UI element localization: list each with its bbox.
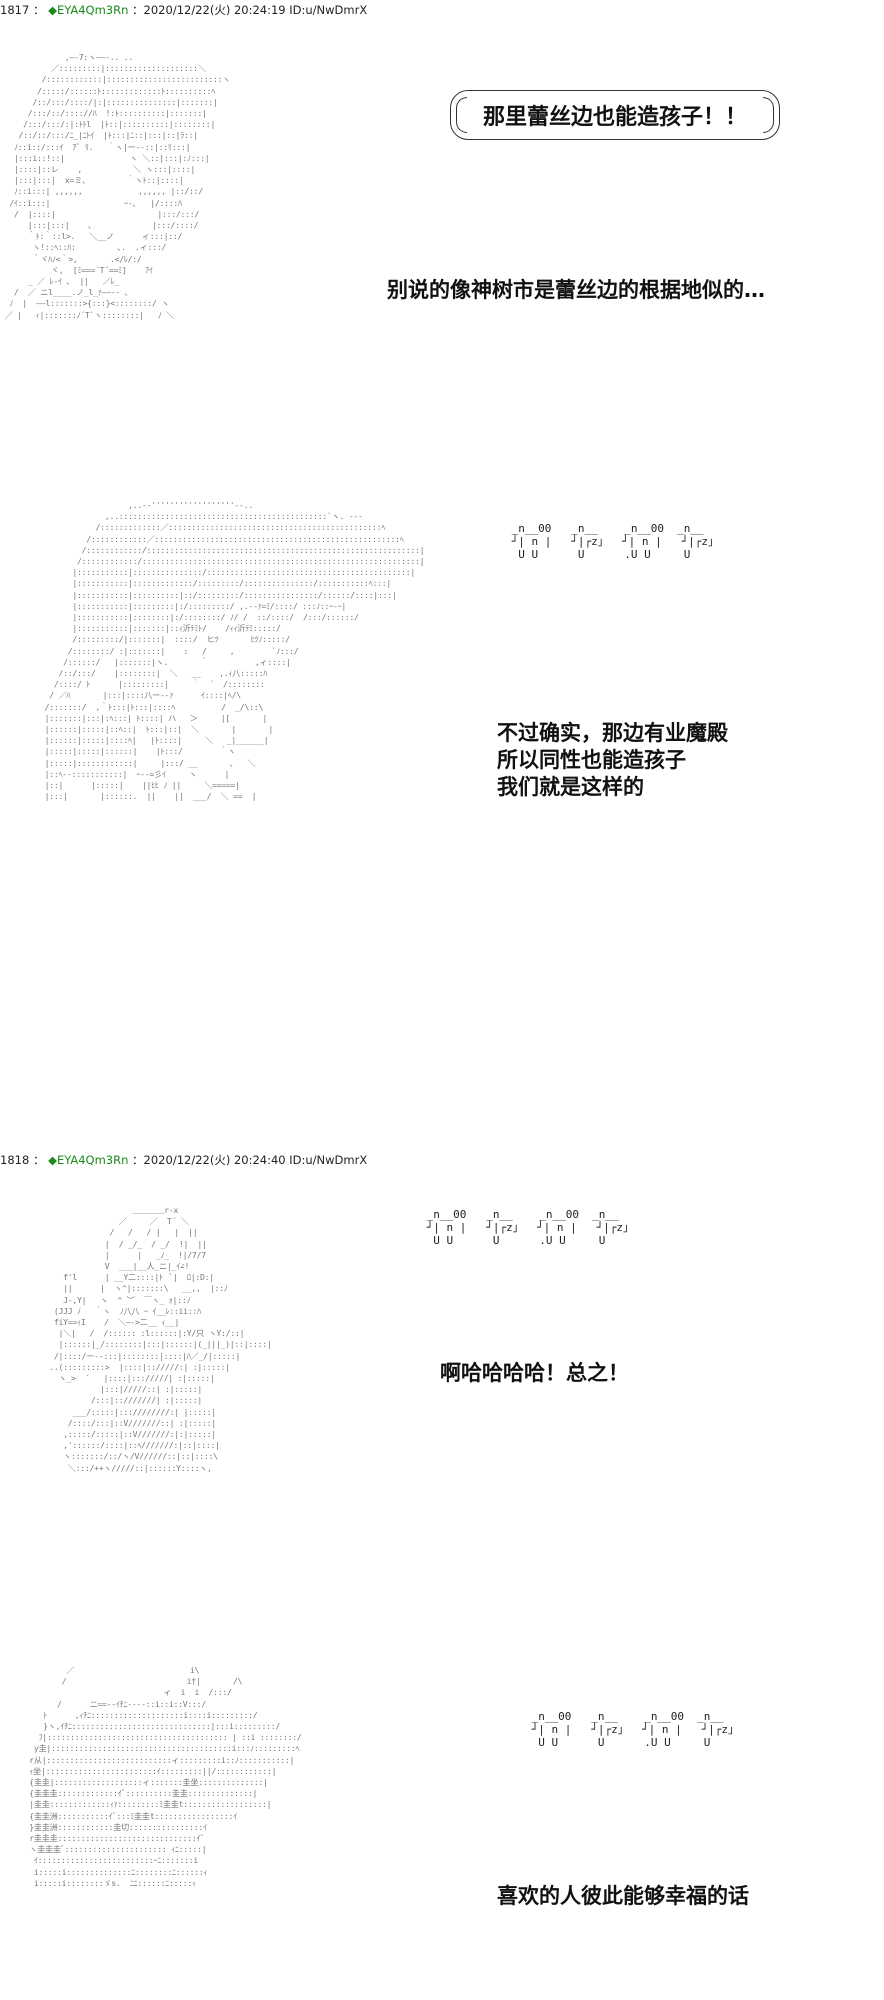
dialog-line: 所以同性也能造孩子	[497, 748, 686, 772]
dialog-line: 我们就是这样的	[497, 775, 644, 799]
post-separator: ：	[32, 3, 45, 17]
post-trip: EYA4Qm3Rn	[56, 3, 129, 17]
post-separator: ：	[32, 1153, 45, 1167]
ascii-art-panel-2: ,..-‐''''''''''''''''''‐-.. ,..:::::::::…	[40, 500, 560, 1100]
dialog-line: 别说的像神树市是蕾丝边的根据地似的…	[387, 278, 765, 302]
ascii-art-text: ＿＿＿＿r‐x ／ ／ T´ ＼ / / / | | || | / _/_ / …	[49, 1205, 272, 1473]
dialog-line: 啊哈哈哈哈！总之！	[440, 1361, 629, 1385]
speech-bubble: 那里蕾丝边也能造孩子！！	[450, 90, 780, 140]
laugh-sfx: _n__00 _n__ _n__00 _n__ ┘| n | ┘|┌z」 ┘| …	[426, 1208, 635, 1247]
dialog-line: 不过确实，那边有业魔殿	[497, 721, 728, 745]
post-trip: EYA4Qm3Rn	[56, 1153, 129, 1167]
post-number: 1818	[0, 1153, 30, 1167]
speech-bubble-text: 那里蕾丝边也能造孩子！！	[482, 105, 747, 130]
post-timestamp: ：2020/12/22(火) 20:24:19 ID:u/NwDmrX	[132, 3, 368, 17]
trip-diamond-icon: ◆	[48, 3, 57, 17]
ascii-art-panel-4: ／ i\ / i†| /\ ィ i i /:::/ / ニ==-‐ｲﾁﾆ‐‐-‐…	[20, 1665, 420, 2000]
ascii-art-text: ,―‐7:ヽ――‐.. .. ／:::::::::|::::::::::::::…	[4, 52, 231, 320]
ascii-art-panel-1: ,―‐7:ヽ――‐.. .. ／:::::::::|::::::::::::::…	[0, 52, 350, 422]
dialog-line: 喜欢的人彼此能够幸福的话	[497, 1884, 749, 1908]
ascii-art-text: ,..-‐''''''''''''''''''‐-.. ,..:::::::::…	[44, 500, 425, 802]
ascii-art-text: ／ i\ / i†| /\ ィ i i /:::/ / ニ==-‐ｲﾁﾆ‐‐-‐…	[29, 1665, 302, 1888]
laugh-sfx: _n__00 _n__ _n__00 _n__ ┘| n | ┘|┌z」 ┘| …	[511, 522, 720, 561]
post-header: 1818 ： ◆EYA4Qm3Rn ：2020/12/22(火) 20:24:4…	[0, 1152, 367, 1168]
post-header: 1817 ： ◆EYA4Qm3Rn ：2020/12/22(火) 20:24:1…	[0, 2, 367, 18]
post-number: 1817	[0, 3, 30, 17]
trip-diamond-icon: ◆	[48, 1153, 57, 1167]
dialog-block: 不过确实，那边有业魔殿 所以同性也能造孩子 我们就是这样的	[497, 720, 728, 801]
post-timestamp: ：2020/12/22(火) 20:24:40 ID:u/NwDmrX	[132, 1153, 368, 1167]
ascii-art-panel-3: ＿＿＿＿r‐x ／ ／ T´ ＼ / / / | | || | / _/_ / …	[40, 1205, 380, 1585]
laugh-sfx: _n__00 _n__ _n__00 _n__ ┘| n | ┘|┌z」 ┘| …	[531, 1710, 740, 1749]
